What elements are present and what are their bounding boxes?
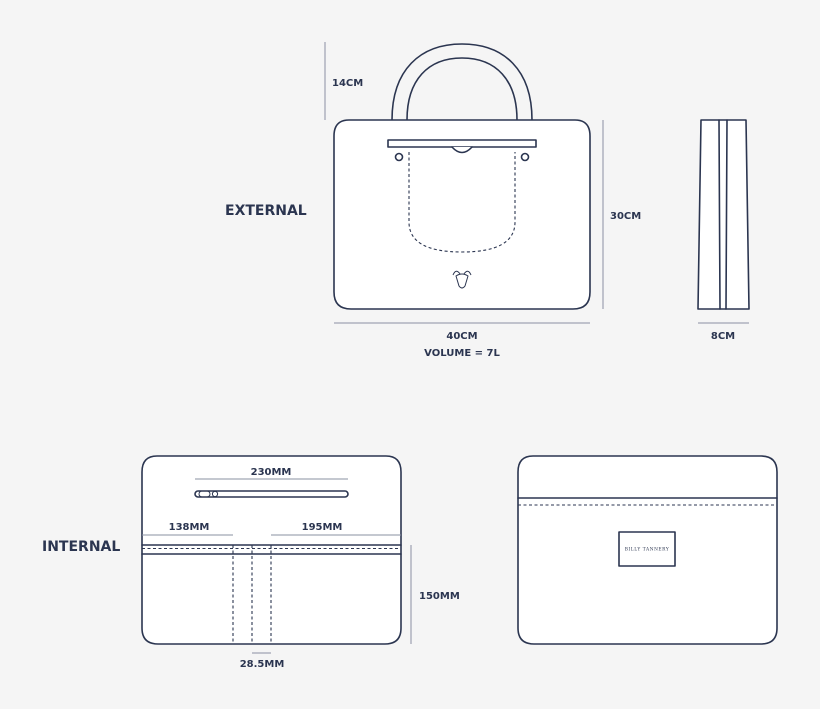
- external-section-label: EXTERNAL: [225, 203, 307, 219]
- handle-outer: [391, 43, 533, 148]
- side-fold-left: [718, 119, 721, 310]
- rivet-right: [520, 152, 530, 162]
- bag-side-view: 8CM: [697, 119, 750, 342]
- organizer-back-view: BILLY TANNERY: [517, 455, 778, 645]
- handle-height-label: 14CM: [332, 78, 363, 89]
- depth-label: 8CM: [711, 331, 735, 342]
- rivet-left: [394, 152, 404, 162]
- goat-logo-icon: [452, 270, 472, 289]
- left-pocket-label: 138MM: [169, 522, 210, 533]
- width-label: 40CM: [446, 331, 477, 342]
- handle-inner: [406, 57, 518, 148]
- handle-bar: [387, 139, 537, 148]
- brand-label: BILLY TANNERY: [625, 548, 670, 553]
- height-label: 30CM: [610, 211, 641, 222]
- handle-tab: [451, 146, 473, 154]
- organizer-front-view: 230MM 138MM 195MM 150MM 28.5MM: [141, 455, 460, 670]
- brand-label-patch: [618, 531, 676, 567]
- zipper-pull-icon: [198, 490, 219, 498]
- internal-section-label: INTERNAL: [42, 539, 120, 555]
- right-pocket-label: 195MM: [302, 522, 343, 533]
- side-body: [697, 119, 750, 310]
- volume-label: VOLUME = 7L: [424, 348, 500, 359]
- zipper: [194, 490, 349, 498]
- organizer-body: [141, 455, 402, 645]
- interior-pocket-outline: [408, 152, 516, 253]
- bag-body: [333, 119, 591, 310]
- pocket-height-label: 150MM: [419, 591, 460, 602]
- bag-front-view: 14CM 30CM 40CM VOLUME = 7L: [324, 42, 641, 359]
- zip-width-label: 230MM: [251, 467, 292, 478]
- pen-slot-label: 28.5MM: [240, 659, 285, 670]
- side-fold-right: [725, 119, 728, 310]
